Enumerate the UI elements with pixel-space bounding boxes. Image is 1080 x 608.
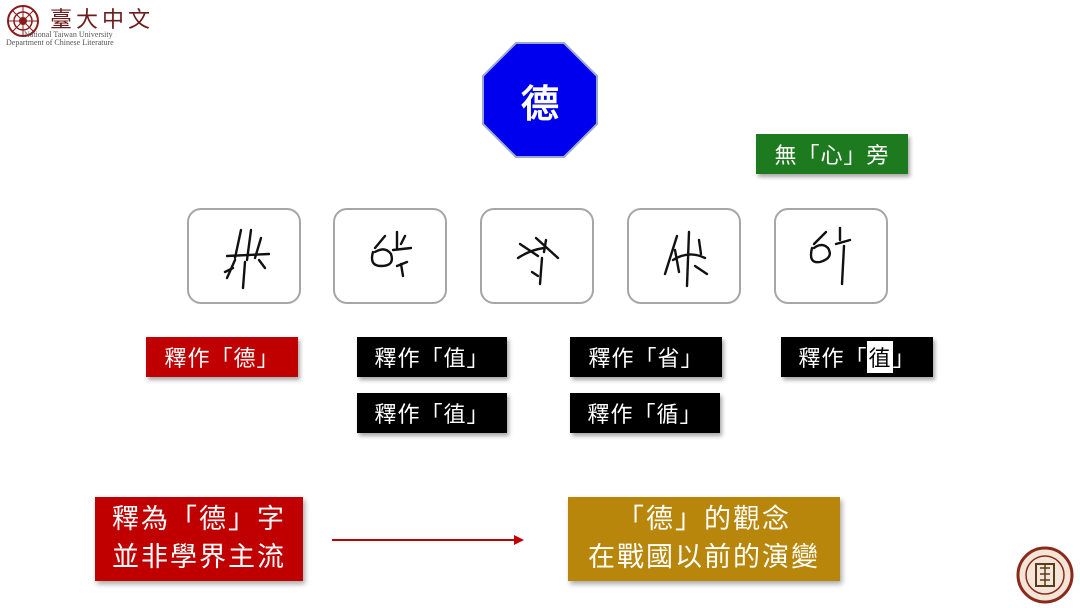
oracle-glyph-1-icon (223, 228, 271, 290)
university-seal-icon (7, 5, 39, 37)
not-mainstream-box: 釋為「德」字 並非學界主流 (95, 497, 303, 581)
not-mainstream-line2: 並非學界主流 (112, 542, 286, 573)
oracle-glyph-4-icon (663, 230, 709, 288)
de-concept-line2: 在戰國以前的演變 (588, 542, 820, 573)
glyph-box-1 (187, 208, 301, 304)
logo-english-line2: Department of Chinese Literature (6, 38, 114, 47)
arrow-icon (332, 535, 524, 545)
glyph-box-4 (627, 208, 741, 304)
reading-zhi-variant-label: 釋作「徝」 (357, 393, 507, 433)
logo-english-line1: National Taiwan University (24, 30, 113, 39)
not-mainstream-line1: 釋為「德」字 (112, 504, 286, 535)
glyph-box-5 (774, 208, 888, 304)
center-character: 德 (520, 81, 559, 126)
department-logo: 臺大中文 National Taiwan University Departme… (6, 4, 196, 47)
de-concept-evolution-box: 「德」的觀念 在戰國以前的演變 (568, 497, 840, 581)
no-heart-radical-label: 無「心」旁 (756, 134, 908, 174)
reading-xing-label: 釋作「省」 (570, 337, 722, 377)
university-emblem-icon (1016, 546, 1074, 604)
reading-zhi-label: 釋作「值」 (357, 337, 507, 377)
reading-de-label: 釋作「德」 (146, 337, 298, 377)
center-octagon: 德 (482, 42, 598, 158)
oracle-glyph-5-icon (809, 226, 852, 286)
reading-variant-char: 徝 (867, 341, 893, 373)
de-concept-line1: 「德」的觀念 (617, 504, 791, 535)
reading-variant-prefix: 釋作「 (798, 347, 868, 372)
glyph-box-2 (333, 208, 447, 304)
oracle-glyph-3-icon (516, 236, 560, 286)
oracle-glyph-2-icon (370, 230, 413, 278)
reading-variant-suffix: 」 (892, 347, 916, 372)
reading-xun-label: 釋作「循」 (570, 393, 720, 433)
glyph-box-3 (480, 208, 594, 304)
reading-variant-label: 釋作「徝」 (781, 337, 933, 377)
logo-title: 臺大中文 (50, 8, 155, 33)
